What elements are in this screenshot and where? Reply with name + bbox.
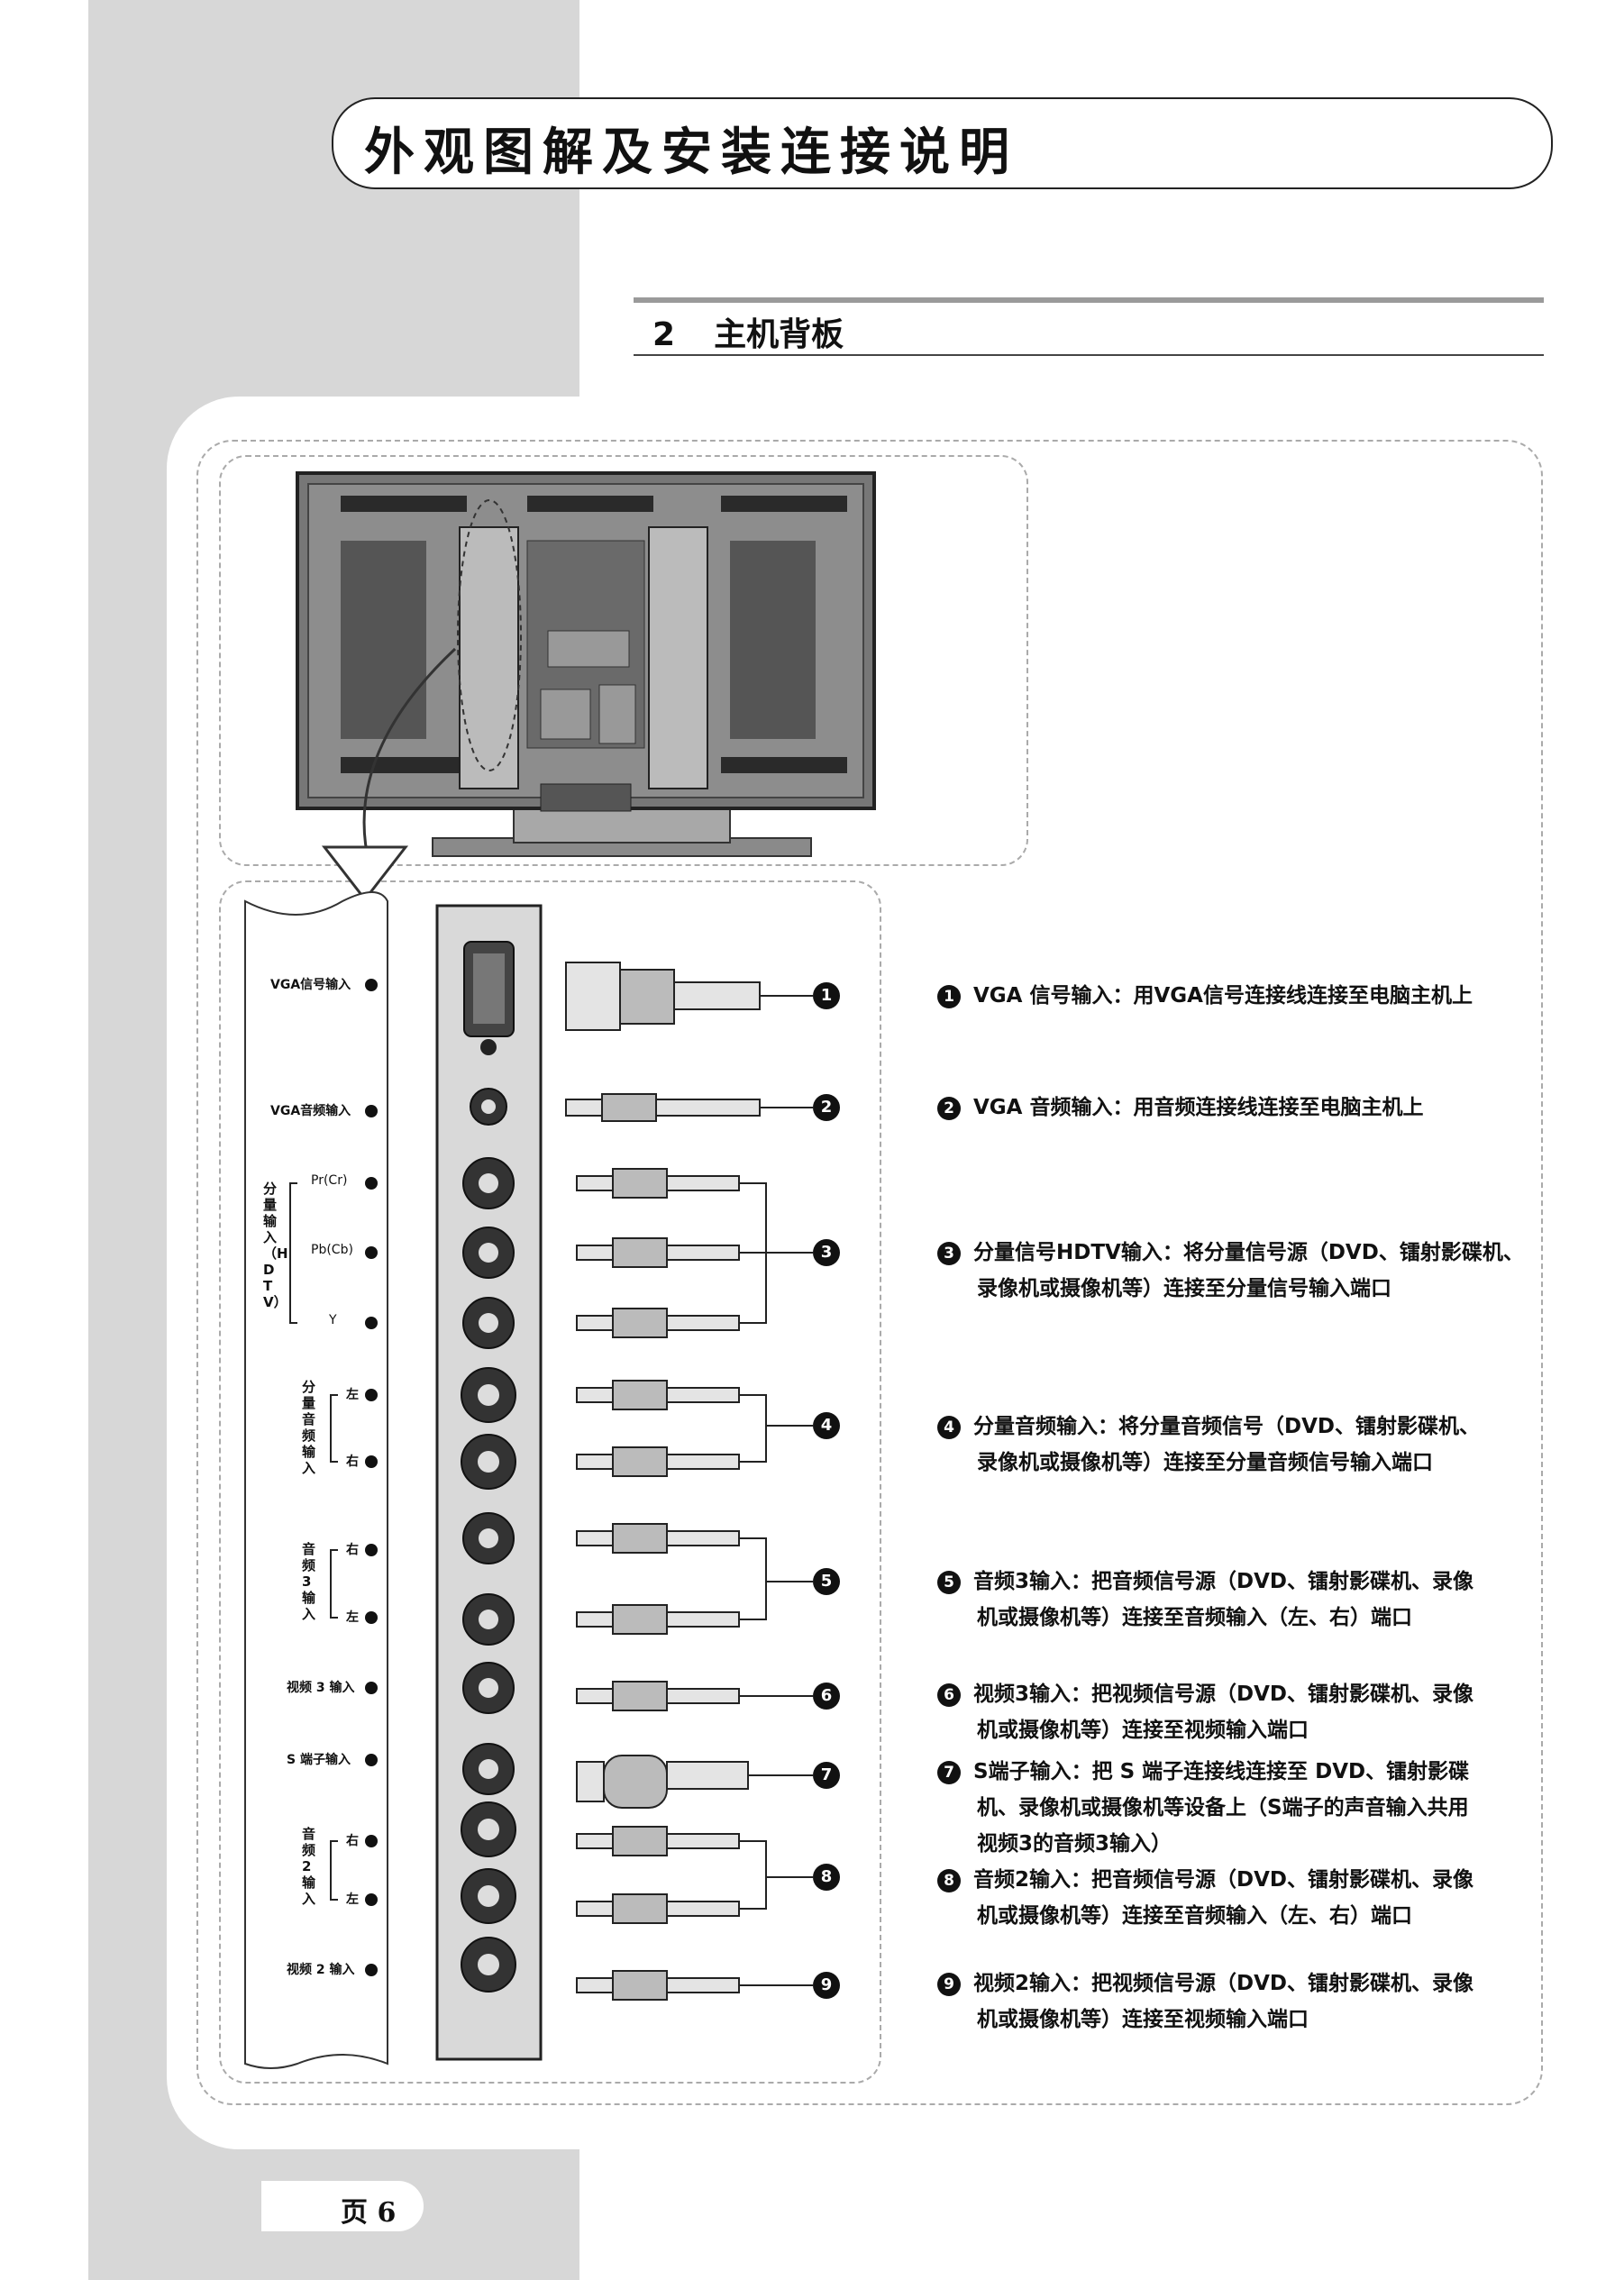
callout-badge-1: 1 [813, 982, 840, 1009]
description-text: 视频2输入：把视频信号源（DVD、镭射影碟机、录像 [973, 1972, 1473, 1995]
label-audio3-group: 音频3输入 [302, 1541, 316, 1622]
callout-badge-8: 8 [813, 1864, 840, 1891]
label-svideo: S 端子输入 [287, 1753, 351, 1767]
label-pb: Pb(Cb) [311, 1243, 353, 1257]
description-1: 1 VGA 信号输入：用VGA信号连接线连接至电脑主机上 [937, 978, 1473, 1014]
description-number: 3 [937, 1241, 961, 1265]
callout-badge-3: 3 [813, 1239, 840, 1266]
description-number: 5 [937, 1570, 961, 1594]
callout-badge-9: 9 [813, 1972, 840, 1999]
description-number: 6 [937, 1683, 961, 1707]
description-text: 分量信号HDTV输入：将分量信号源（DVD、镭射影碟机、 [973, 1241, 1524, 1264]
label-video2: 视频 2 输入 [287, 1963, 355, 1977]
label-y: Y [329, 1313, 337, 1327]
description-text: 机或摄像机等）连接至音频输入（左、右）端口 [977, 1904, 1412, 1928]
label-comp-audio-left: 左 [346, 1388, 359, 1402]
description-7: 7 S端子输入：把 S 端子连接线连接至 DVD、镭射影碟 机、录像机或摄像机等设… [937, 1754, 1469, 1862]
callout-badge-5: 5 [813, 1568, 840, 1595]
description-text: 音频2输入：把音频信号源（DVD、镭射影碟机、录像 [973, 1868, 1473, 1892]
description-text: 视频3输入：把视频信号源（DVD、镭射影碟机、录像 [973, 1683, 1473, 1706]
description-text: 录像机或摄像机等）连接至分量音频信号输入端口 [977, 1451, 1433, 1474]
label-comp-audio-group: 分量音频输入 [302, 1379, 316, 1476]
label-vga-audio: VGA音频输入 [270, 1104, 351, 1118]
section-rule-bottom [634, 354, 1544, 356]
label-comp-audio-right: 右 [346, 1455, 359, 1469]
description-number: 7 [937, 1760, 961, 1784]
label-audio2-left: 左 [346, 1892, 359, 1907]
label-component-group: 分量输入（HDTV） [263, 1181, 288, 1310]
callout-badge-2: 2 [813, 1094, 840, 1121]
description-4: 4 分量音频输入：将分量音频信号（DVD、镭射影碟机、 录像机或摄像机等）连接至分… [937, 1409, 1480, 1481]
label-audio2-right: 右 [346, 1834, 359, 1848]
description-3: 3 分量信号HDTV输入：将分量信号源（DVD、镭射影碟机、 录像机或摄像机等）连… [937, 1235, 1524, 1307]
page-number-tab [261, 2181, 424, 2231]
description-number: 9 [937, 1972, 961, 1996]
description-text: 录像机或摄像机等）连接至分量信号输入端口 [977, 1277, 1391, 1300]
description-text: 视频3的音频3输入） [977, 1832, 1172, 1856]
description-text: VGA 信号输入：用VGA信号连接线连接至电脑主机上 [973, 984, 1473, 1008]
tv-illustration-frame [219, 455, 1028, 866]
title-frame: 外观图解及安装连接说明 [332, 97, 1553, 189]
label-audio2-group: 音频2输入 [302, 1826, 316, 1907]
description-5: 5 音频3输入：把音频信号源（DVD、镭射影碟机、录像 机或摄像机等）连接至音频输… [937, 1564, 1473, 1636]
section-rule-top [634, 297, 1544, 303]
page-title: 外观图解及安装连接说明 [364, 123, 1018, 182]
label-video3: 视频 3 输入 [287, 1681, 355, 1695]
section-number: 2 [652, 316, 676, 353]
description-8: 8 音频2输入：把音频信号源（DVD、镭射影碟机、录像 机或摄像机等）连接至音频输… [937, 1862, 1473, 1934]
page-number: 页 6 [341, 2197, 397, 2229]
callout-badge-6: 6 [813, 1683, 840, 1710]
description-text: 机或摄像机等）连接至视频输入端口 [977, 1719, 1309, 1742]
label-vga-input: VGA信号输入 [270, 978, 351, 992]
description-6: 6 视频3输入：把视频信号源（DVD、镭射影碟机、录像 机或摄像机等）连接至视频输… [937, 1676, 1473, 1748]
description-text: S端子输入：把 S 端子连接线连接至 DVD、镭射影碟 [973, 1760, 1470, 1783]
section-title: 主机背板 [714, 316, 844, 353]
callout-badge-7: 7 [813, 1762, 840, 1789]
description-2: 2 VGA 音频输入：用音频连接线连接至电脑主机上 [937, 1090, 1424, 1126]
description-number: 2 [937, 1096, 961, 1120]
description-text: 机或摄像机等）连接至视频输入端口 [977, 2008, 1309, 2031]
description-text: 机或摄像机等）连接至音频输入（左、右）端口 [977, 1606, 1412, 1629]
label-pr: Pr(Cr) [311, 1173, 348, 1188]
outer-dashed-frame [196, 440, 1543, 2105]
section-heading: 2 主机背板 [652, 308, 844, 355]
port-panel-frame [219, 880, 881, 2084]
description-number: 1 [937, 984, 961, 1008]
label-audio3-left: 左 [346, 1610, 359, 1625]
description-text: 音频3输入：把音频信号源（DVD、镭射影碟机、录像 [973, 1570, 1473, 1593]
description-9: 9 视频2输入：把视频信号源（DVD、镭射影碟机、录像 机或摄像机等）连接至视频输… [937, 1965, 1473, 2038]
description-text: 机、录像机或摄像机等设备上（S端子的声音输入共用 [977, 1796, 1469, 1819]
callout-badge-4: 4 [813, 1412, 840, 1439]
description-text: 分量音频输入：将分量音频信号（DVD、镭射影碟机、 [973, 1415, 1480, 1438]
description-text: VGA 音频输入：用音频连接线连接至电脑主机上 [973, 1096, 1424, 1119]
label-audio3-right: 右 [346, 1543, 359, 1557]
description-number: 8 [937, 1868, 961, 1892]
description-number: 4 [937, 1415, 961, 1439]
